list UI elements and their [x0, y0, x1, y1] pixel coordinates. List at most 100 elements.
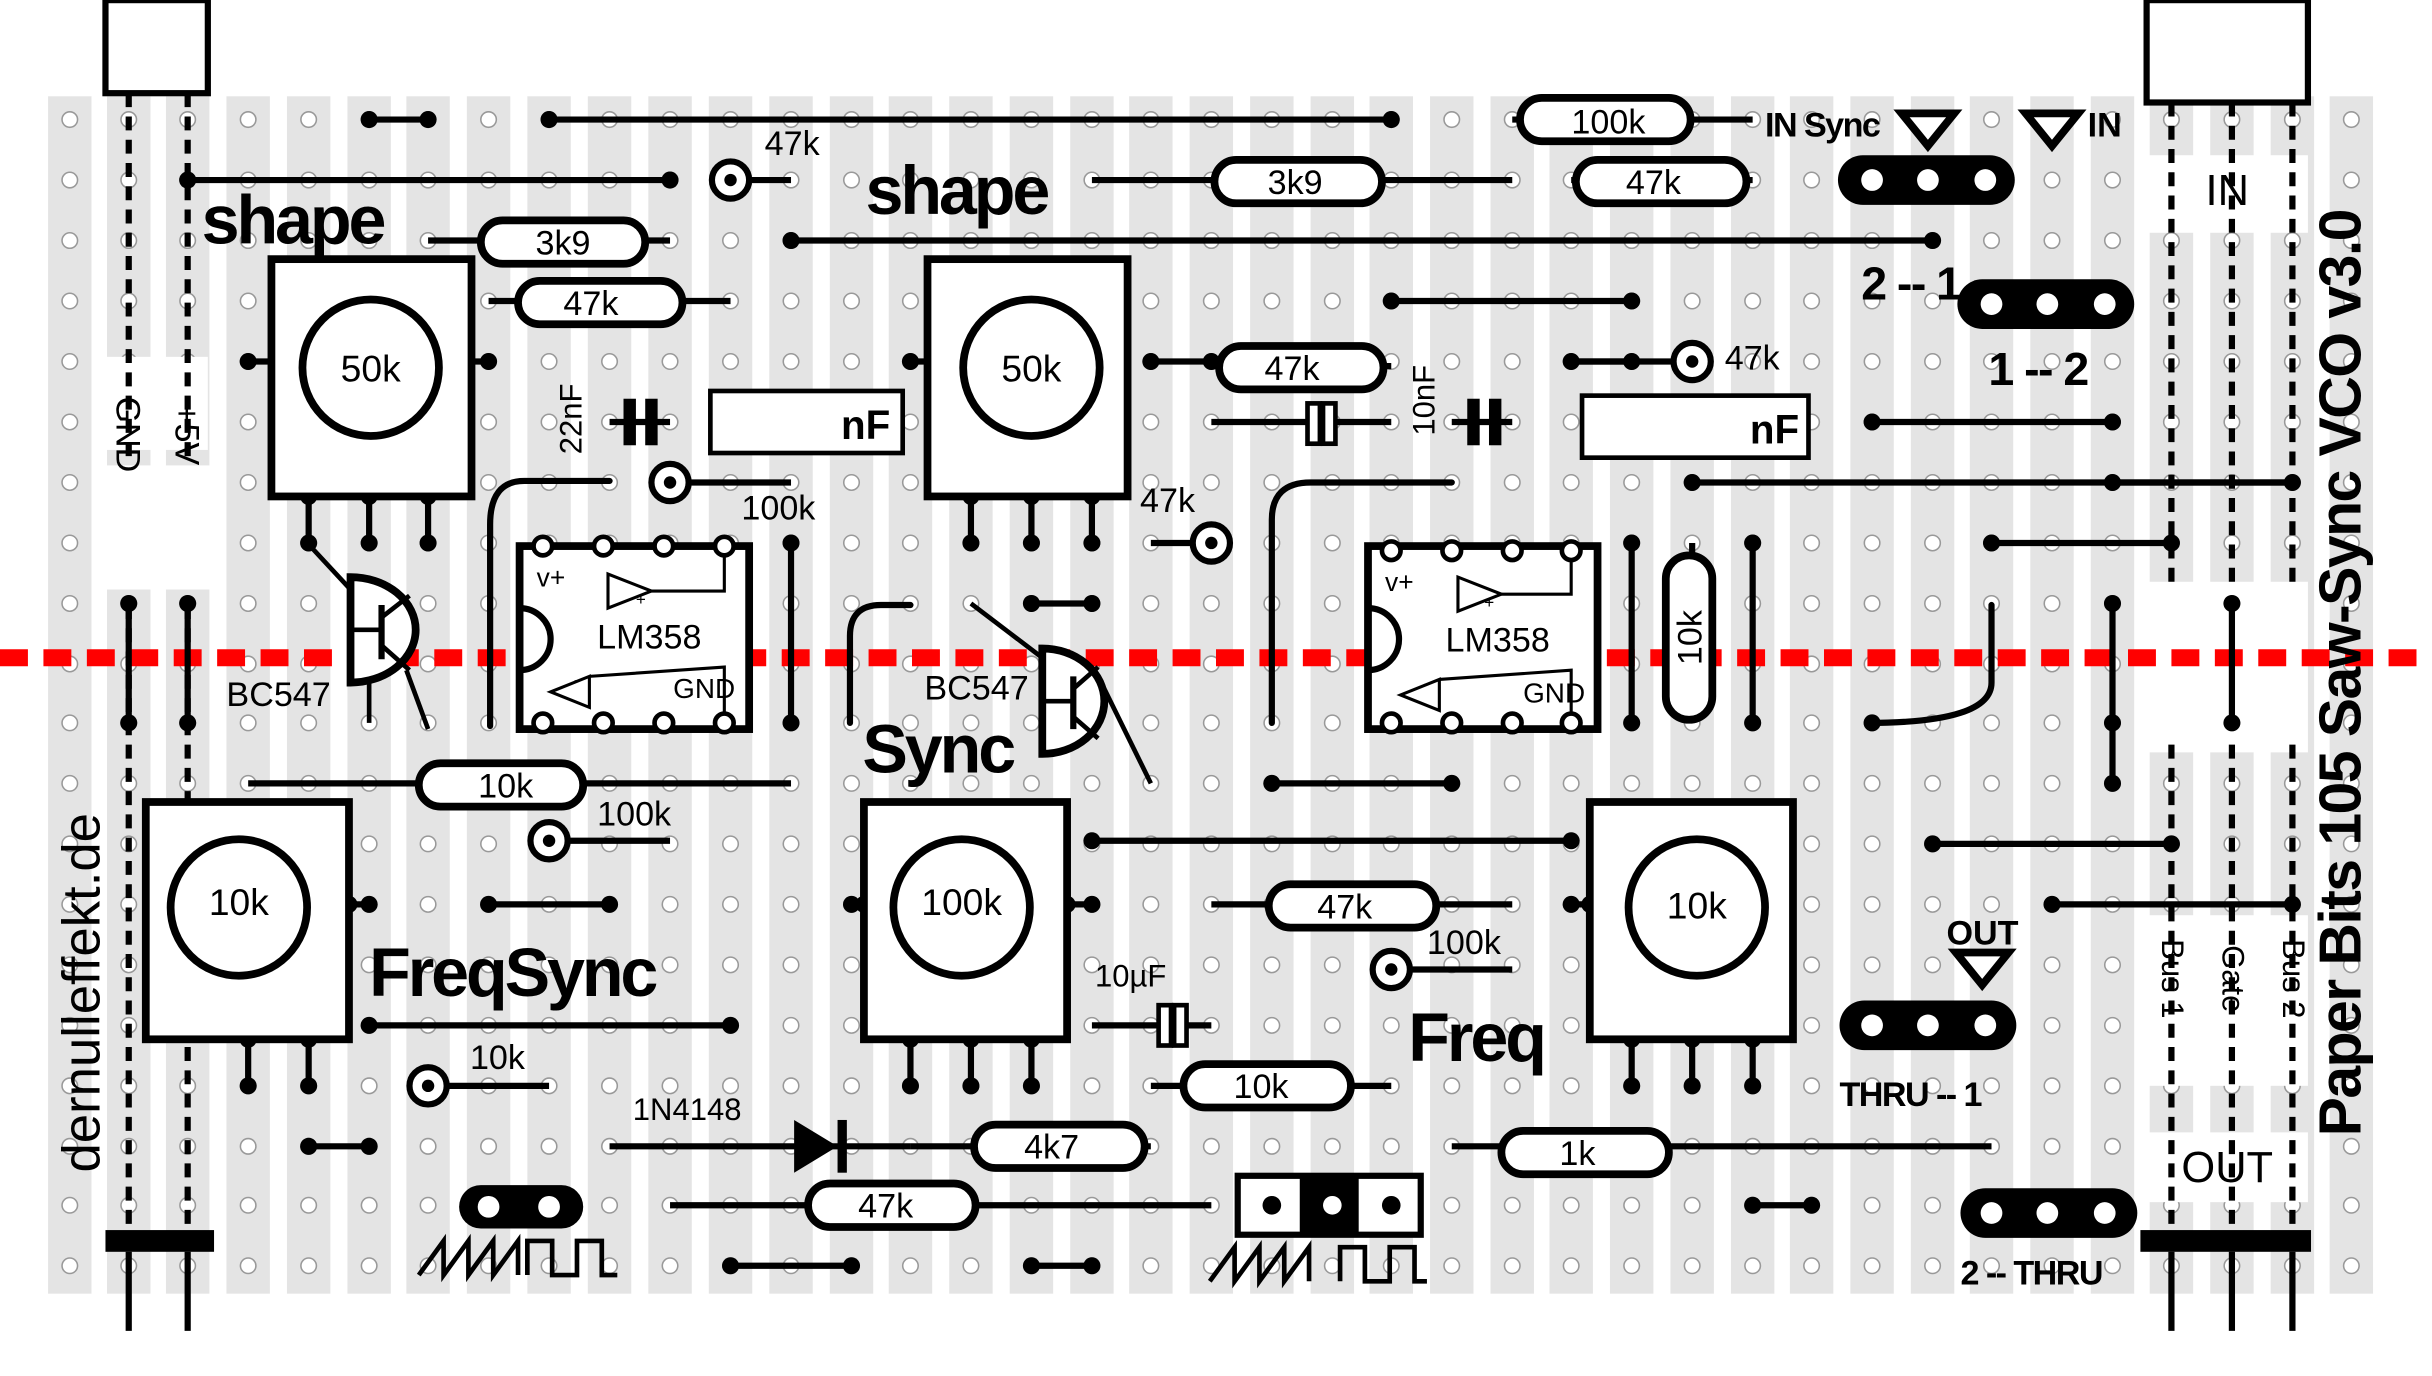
board-title: Paper Bits 105 Saw-Sync VCO v3.0	[2309, 210, 2374, 1136]
potentiometer-freqsync[interactable]: 10k	[141, 798, 353, 1044]
resistor-3k9-left[interactable]: 3k9	[428, 216, 671, 268]
resistor-10k-lower[interactable]: 10k	[1150, 1060, 1392, 1112]
strip-hole	[1982, 111, 2001, 129]
strip-hole	[1202, 1137, 1220, 1155]
strip-hole	[1562, 1257, 1580, 1275]
capacitor-10uf[interactable]: 10µF	[1091, 959, 1212, 1048]
ic-lm358-left[interactable]: v+ + - LM358 GND	[515, 534, 754, 735]
resistor-1k[interactable]: 1k	[1451, 1126, 1992, 1179]
cap-box-left[interactable]: nF	[708, 388, 906, 456]
strip-hole	[1744, 352, 1762, 371]
strip-hole	[2103, 1016, 2122, 1034]
wave-switch-left[interactable]	[416, 1185, 618, 1283]
capacitor-10nf[interactable]: 10nF	[1407, 365, 1513, 446]
jumper-in-sync[interactable]: IN Sync	[1765, 107, 2015, 205]
strip-hole	[661, 895, 679, 913]
resistor-47k-top-right[interactable]: 47k	[1571, 155, 1753, 208]
standing-resistor-47k-right[interactable]: 47k	[1571, 339, 1781, 384]
ic-plus-label: +	[636, 590, 646, 609]
standing-resistor-47k-mid[interactable]: 47k	[1140, 482, 1234, 565]
standing-resistor-value: 10k	[470, 1039, 526, 1077]
strip-hole	[782, 835, 800, 853]
strip-hole	[661, 1077, 679, 1095]
strip-hole	[1863, 1257, 1881, 1275]
standing-resistor-100k-freq[interactable]: 100k	[1369, 924, 1513, 992]
transistor-bc547-left[interactable]: BC547	[226, 544, 431, 730]
strip-hole	[61, 1016, 79, 1034]
cap-box-right[interactable]: nF	[1579, 393, 1811, 460]
capacitor-value: 10µF	[1095, 959, 1166, 994]
strip-hole	[1683, 1196, 1701, 1214]
solder-point	[2103, 413, 2122, 431]
potentiometer-sync[interactable]: 100k	[860, 798, 1071, 1044]
strip-hole	[1202, 473, 1220, 492]
ic-lm358-right[interactable]: v+ + - LM358 GND	[1364, 539, 1602, 735]
strip-hole	[1382, 1016, 1400, 1034]
resistor-10k-vertical[interactable]: 10k	[1661, 542, 1717, 724]
strip-hole	[239, 413, 257, 431]
strip-hole	[2342, 714, 2360, 732]
strip-hole	[1443, 1016, 1461, 1034]
solder-point	[480, 352, 498, 371]
resistor-value: 4k7	[1024, 1129, 1079, 1167]
bus-label-gate: Gate	[2216, 945, 2251, 1012]
strip-hole	[1202, 956, 1220, 974]
resistor-47k-bottom[interactable]: 47k	[670, 1179, 1212, 1231]
strip-hole	[1443, 111, 1461, 129]
standing-resistor-value: 100k	[597, 795, 672, 833]
jumper-out-thru[interactable]: OUT THRU -- 1	[1840, 915, 2019, 1114]
solder-point	[1083, 895, 1101, 913]
resistor-100k-top[interactable]: 100k	[1512, 93, 1753, 146]
resistor-47k-left[interactable]: 47k	[488, 276, 731, 329]
strip-hole	[2342, 1016, 2360, 1034]
strip-hole	[2043, 714, 2061, 732]
strip-hole	[1863, 292, 1881, 310]
solder-point	[1982, 534, 2001, 552]
potentiometer-shape-right[interactable]: 50k	[923, 255, 1132, 501]
strip-hole	[2043, 1077, 2061, 1095]
standing-resistor-47k-top[interactable]: 47k	[708, 125, 821, 202]
pot-value: 10k	[209, 881, 269, 923]
resistor-value: 47k	[1317, 888, 1373, 926]
jumper-2-1[interactable]: 2 -- 1	[1861, 257, 2135, 329]
standing-resistor-100k-left[interactable]: 100k	[648, 460, 816, 528]
strip-hole	[61, 534, 79, 552]
strip-hole	[1382, 1137, 1400, 1155]
transistor-bc547-right[interactable]: BC547	[924, 601, 1153, 785]
resistor-4k7[interactable]: 4k7	[910, 1120, 1151, 1172]
strip-hole	[419, 956, 437, 974]
resistor-10k-left[interactable]: 10k	[248, 759, 792, 811]
strip-hole	[2342, 1257, 2360, 1275]
strip-hole	[239, 473, 257, 492]
standing-resistor-10k[interactable]: 10k	[406, 1039, 550, 1108]
strip-hole	[1142, 956, 1160, 974]
capacitor-film-top[interactable]	[1211, 401, 1392, 447]
diode-1n4148[interactable]: 1N4148	[609, 1092, 911, 1173]
strip-hole	[1323, 534, 1341, 552]
strip-hole	[1623, 774, 1641, 792]
strip-hole	[1863, 111, 1881, 129]
strip-hole	[480, 1137, 498, 1155]
rail-label-gnd: GND	[108, 397, 146, 473]
capacitor-22nf[interactable]: 22nF	[554, 384, 671, 455]
solder-point	[1924, 232, 1942, 250]
strip-hole	[842, 292, 861, 310]
jumper-label: IN	[2088, 107, 2122, 145]
strip-hole	[661, 1257, 679, 1275]
resistor-47k-lower[interactable]: 47k	[1211, 880, 1513, 932]
potentiometer-freq[interactable]: 10k	[1585, 798, 1797, 1044]
jumper-2-thru[interactable]: 2 -- THRU	[1960, 1188, 2138, 1292]
resistor-47k-mid[interactable]: 47k	[1211, 342, 1392, 394]
solder-point	[120, 714, 138, 732]
strip-hole	[962, 1257, 980, 1275]
resistor-3k9-right[interactable]: 3k9	[1091, 155, 1513, 208]
strip-hole	[61, 352, 79, 371]
strip-hole	[2342, 956, 2360, 974]
potentiometer-shape-left[interactable]: 50k	[267, 255, 476, 501]
bus-header-top	[2143, 0, 2312, 106]
strip-hole	[1863, 774, 1881, 792]
standing-resistor-100k-freqsync[interactable]: 100k	[527, 795, 672, 863]
resistor-value: 47k	[858, 1188, 914, 1226]
wave-switch-center[interactable]	[1207, 1172, 1427, 1289]
strip-hole	[1443, 1257, 1461, 1275]
